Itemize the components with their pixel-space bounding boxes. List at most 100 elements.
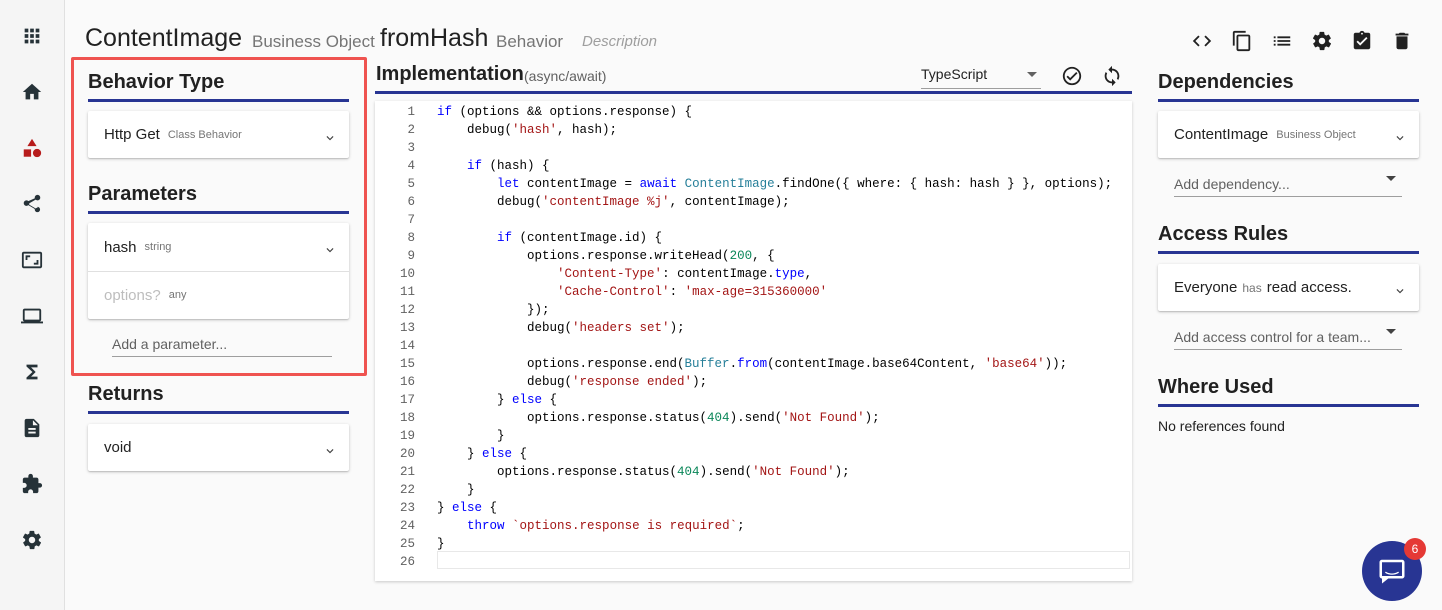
caret-down-icon <box>1386 176 1396 181</box>
code-line[interactable]: if (contentImage.id) { <box>497 231 663 245</box>
parameter-divider <box>88 271 349 272</box>
document-icon[interactable] <box>20 416 44 440</box>
laptop-icon[interactable] <box>20 304 44 328</box>
add-dependency-placeholder: Add dependency... <box>1174 176 1290 192</box>
line-number: 23 <box>399 501 415 515</box>
code-line[interactable]: } <box>437 537 445 551</box>
line-number: 10 <box>399 267 415 281</box>
chevron-down-icon[interactable] <box>323 131 337 145</box>
caret-down-icon <box>1027 72 1037 77</box>
code-line[interactable]: debug('hash', hash); <box>437 123 618 137</box>
implementation-rule <box>375 91 1132 94</box>
parameters-card: hash string options? any <box>88 223 349 319</box>
check-circle-icon[interactable] <box>1060 64 1084 88</box>
implementation-title: Implementation <box>376 63 524 85</box>
dependency-card[interactable]: ContentImage Business Object <box>1158 111 1419 158</box>
code-line[interactable]: options.response.end(Buffer.from(content… <box>437 357 1068 371</box>
behavior-type-title: Behavior Type <box>88 71 225 93</box>
chevron-down-icon[interactable] <box>1393 131 1407 145</box>
clipboard-check-icon[interactable] <box>1350 29 1374 53</box>
code-line[interactable]: options.response.status(404).send('Not F… <box>437 465 850 479</box>
code-line[interactable]: }); <box>437 303 550 317</box>
gear-icon[interactable] <box>20 528 44 552</box>
code-line[interactable]: } <box>437 429 505 443</box>
parameter-type: any <box>168 289 187 301</box>
line-number: 9 <box>407 249 415 263</box>
add-access-select[interactable]: Add access control for a team... <box>1174 329 1402 350</box>
parameter-row[interactable]: hash string <box>88 223 349 271</box>
line-number: 1 <box>407 105 415 119</box>
share-icon[interactable] <box>20 192 44 216</box>
code-line[interactable]: if (hash) { <box>467 159 550 173</box>
language-value: TypeScript <box>921 66 988 82</box>
trash-icon[interactable] <box>1390 29 1414 53</box>
access-who: Everyone <box>1174 279 1238 296</box>
language-select[interactable]: TypeScript <box>921 66 1041 89</box>
object-name[interactable]: ContentImage <box>85 24 243 52</box>
code-line[interactable]: throw `options.response is required`; <box>467 519 745 533</box>
dependency-name: ContentImage <box>1174 126 1269 143</box>
code-line[interactable]: debug('response ended'); <box>437 375 708 389</box>
line-number: 11 <box>399 285 415 299</box>
puzzle-icon[interactable] <box>20 472 44 496</box>
access-has: has <box>1242 280 1262 295</box>
behavior-type-value: Http Get <box>104 126 160 143</box>
line-number: 18 <box>399 411 415 425</box>
code-line[interactable]: } else { <box>437 393 558 407</box>
code-line[interactable]: options.response.status(404).send('Not F… <box>437 411 880 425</box>
code-line[interactable]: } else { <box>437 501 498 515</box>
access-rule-card[interactable]: Everyone has read access. <box>1158 264 1419 311</box>
settings-gear-icon[interactable] <box>1310 29 1334 53</box>
line-number: 16 <box>399 375 415 389</box>
returns-card[interactable]: void <box>88 424 349 471</box>
code-line[interactable]: if (options && options.response) { <box>437 105 693 119</box>
line-number: 7 <box>407 213 415 227</box>
shapes-icon[interactable] <box>20 136 44 160</box>
behavior-type-card[interactable]: Http Get Class Behavior <box>88 111 349 158</box>
code-line[interactable]: 'Content-Type': contentImage.type, <box>557 267 813 281</box>
access-rules-rule <box>1158 251 1419 254</box>
copy-icon[interactable] <box>1230 29 1254 53</box>
chat-badge: 6 <box>1404 538 1426 560</box>
no-references-text: No references found <box>1158 418 1285 434</box>
refresh-icon[interactable] <box>1100 64 1124 88</box>
code-line[interactable]: debug('contentImage %j', contentImage); <box>437 195 790 209</box>
behavior-type-rule <box>88 99 349 102</box>
chevron-down-icon[interactable] <box>323 444 337 458</box>
parameter-row[interactable]: options? any <box>88 271 349 319</box>
where-used-title: Where Used <box>1158 376 1274 398</box>
line-number: 24 <box>399 519 415 533</box>
screen-icon[interactable] <box>20 248 44 272</box>
apps-grid-icon[interactable] <box>20 24 44 48</box>
caret-down-icon <box>1386 329 1396 334</box>
parameter-name: options? <box>104 286 161 304</box>
add-dependency-select[interactable]: Add dependency... <box>1174 176 1402 197</box>
code-line[interactable]: debug('headers set'); <box>437 321 685 335</box>
code-line[interactable]: let contentImage = await ContentImage.fi… <box>497 177 1113 191</box>
code-icon[interactable] <box>1190 29 1214 53</box>
access-rules-title: Access Rules <box>1158 223 1289 245</box>
code-editor[interactable]: 1 2 3 4 5 6 7 8 9 10 11 12 13 14 15 16 1… <box>375 101 1132 581</box>
behavior-name[interactable]: fromHash <box>380 24 489 52</box>
code-line[interactable]: } <box>437 483 475 497</box>
dependencies-title: Dependencies <box>1158 71 1294 93</box>
code-line[interactable]: 'Cache-Control': 'max-age=315360000' <box>557 285 828 299</box>
list-icon[interactable] <box>1270 29 1294 53</box>
chevron-down-icon[interactable] <box>1393 284 1407 298</box>
line-number: 2 <box>407 123 415 137</box>
line-number: 13 <box>399 321 415 335</box>
line-number: 22 <box>399 483 415 497</box>
description-field[interactable]: Description <box>582 33 658 50</box>
line-number: 15 <box>399 357 415 371</box>
where-used-rule <box>1158 404 1419 407</box>
parameters-rule <box>88 211 349 214</box>
sigma-icon[interactable] <box>20 360 44 384</box>
code-line[interactable]: options.response.writeHead(200, { <box>437 249 775 263</box>
dependencies-rule <box>1158 99 1419 102</box>
highlight-box <box>71 57 367 376</box>
nav-rail <box>0 0 65 610</box>
chevron-down-icon[interactable] <box>323 243 337 257</box>
home-icon[interactable] <box>20 80 44 104</box>
code-line[interactable]: } else { <box>437 447 528 461</box>
add-parameter-input[interactable]: Add a parameter... <box>112 336 332 357</box>
